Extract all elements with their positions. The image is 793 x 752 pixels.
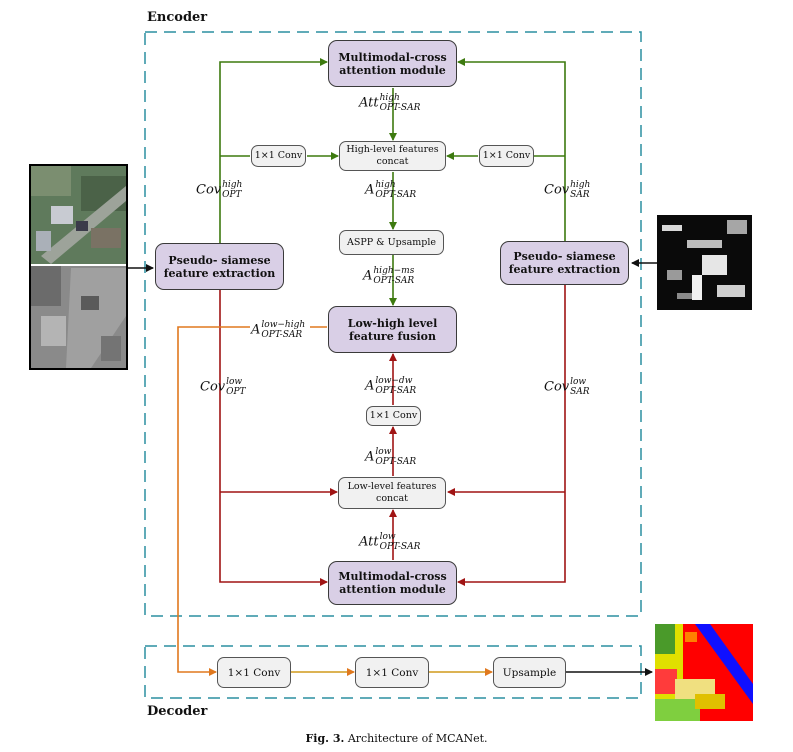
encoder-title: Encoder [147,10,208,25]
decoder-conv-2: 1×1 Conv [355,657,429,688]
low-high-fusion: Low-high level feature fusion [328,306,457,353]
mca-module-top: Multimodal-cross attention module [328,40,457,87]
optical-image [31,166,126,368]
mca-module-bottom: Multimodal-cross attention module [328,561,457,605]
conv-mid-low: 1×1 Conv [366,406,421,426]
figure-caption-text: Architecture of MCANet. [347,732,488,745]
conv-left-high: 1×1 Conv [251,145,306,167]
sar-image [657,215,752,310]
green-left-to-mca [219,58,328,244]
red-left-to-mca [219,290,328,586]
decoder-conv-1: 1×1 Conv [217,657,291,688]
figure-caption: Fig. 3. Architecture of MCANet. [0,732,793,745]
high-level-concat: High-level features concat [339,141,446,171]
pseudo-siamese-left: Pseudo- siamese feature extraction [155,243,284,290]
aspp-upsample: ASPP & Upsample [339,230,444,255]
orange-fusion-to-decoder [177,326,327,672]
low-level-concat: Low-level features concat [338,477,446,509]
conv-right-high: 1×1 Conv [479,145,534,167]
figure-number: Fig. 3. [305,732,345,745]
pseudo-siamese-right: Pseudo- siamese feature extraction [500,241,629,285]
red-right-to-mca [457,284,566,586]
input-images-left [29,164,128,370]
decoder-title: Decoder [147,704,208,719]
green-right-to-mca [457,58,566,244]
decoder-upsample: Upsample [493,657,566,688]
encoder-frame [144,31,642,617]
output-segmentation-map [655,624,753,721]
